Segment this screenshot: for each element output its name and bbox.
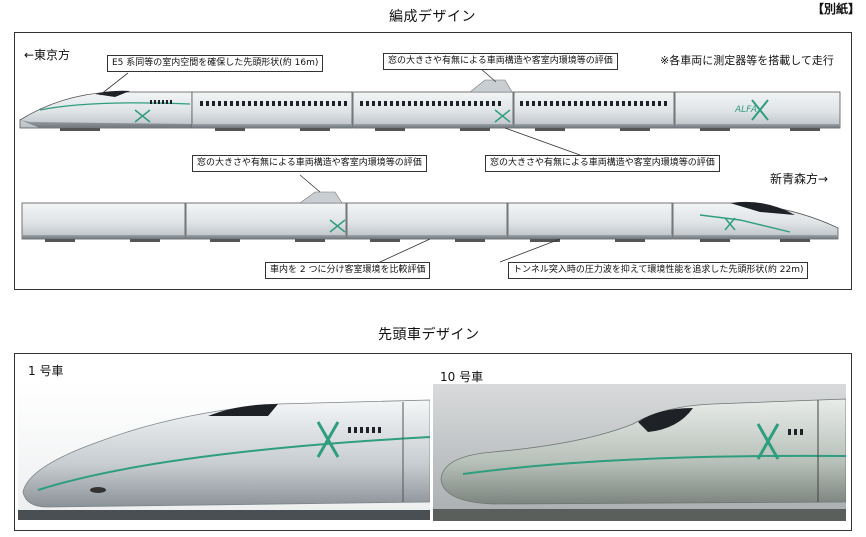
train-window	[604, 101, 607, 106]
train-window	[622, 101, 625, 106]
train-window	[628, 101, 631, 106]
train-window	[272, 101, 275, 106]
train-window	[492, 101, 495, 106]
car-1-label: 1 号車	[28, 364, 64, 378]
train-window	[658, 101, 661, 106]
train-window	[420, 101, 423, 106]
train-window	[296, 101, 299, 106]
train-window	[562, 101, 565, 106]
train-window	[290, 101, 293, 106]
train-window	[378, 101, 381, 106]
train-window	[538, 101, 541, 106]
callout-window-evaluation-mid-right: 窓の大きさや有無による車両構造や客室内環境等の評価	[485, 155, 720, 172]
train-window	[254, 101, 257, 106]
train-window	[212, 101, 215, 106]
train-window	[390, 101, 393, 106]
train-window	[344, 101, 347, 106]
train-window	[580, 101, 583, 106]
train-window	[474, 101, 477, 106]
car-1-photo	[18, 382, 430, 520]
train-window	[498, 101, 501, 106]
car-10-photo	[433, 384, 846, 521]
train-window	[266, 101, 269, 106]
train-window	[456, 101, 459, 106]
measurement-note: ※各車両に測定器等を搭載して走行	[660, 54, 834, 67]
train-window	[426, 101, 429, 106]
train-window	[320, 101, 323, 106]
lower-train	[21, 191, 839, 242]
train-window	[468, 101, 471, 106]
train-window	[236, 101, 239, 106]
train-window	[462, 101, 465, 106]
train-window	[664, 101, 667, 106]
callout-tunnel-nose-shape: トンネル突入時の圧力波を抑えて環境性能を追求した先頭形状(約 22m)	[508, 262, 809, 279]
train-window	[402, 101, 405, 106]
callout-split-cabin: 車内を 2 つに分け客室環境を比較評価	[265, 262, 431, 279]
train-window	[486, 101, 489, 106]
train-window	[332, 101, 335, 106]
train-window	[366, 101, 369, 106]
train-window	[278, 101, 281, 106]
train-window	[314, 101, 317, 106]
train-window	[384, 101, 387, 106]
train-window	[284, 101, 287, 106]
callout-e5-nose-shape: E5 系同等の室内空間を確保した先頭形状(約 16m)	[107, 55, 324, 72]
train-window	[520, 101, 523, 106]
train-window	[372, 101, 375, 106]
leading-car-design-title: 先頭車デザイン	[378, 327, 480, 343]
upper-train: ALFA	[19, 79, 841, 217]
train-window	[242, 101, 245, 106]
train-window	[414, 101, 417, 106]
train-window	[230, 101, 233, 106]
callout-window-evaluation-mid-left: 窓の大きさや有無による車両構造や客室内環境等の評価	[192, 155, 427, 172]
svg-text:ALFA: ALFA	[734, 105, 757, 115]
attachment-label: 【別紙】	[811, 2, 860, 16]
train-window	[544, 101, 547, 106]
direction-shin-aomori: 新青森方→	[770, 172, 829, 186]
train-window	[302, 101, 305, 106]
formation-design-title: 編成デザイン	[389, 9, 476, 25]
train-window	[360, 101, 363, 106]
train-window	[574, 101, 577, 106]
train-window	[610, 101, 613, 106]
train-window	[646, 101, 649, 106]
train-window	[586, 101, 589, 106]
train-window	[338, 101, 341, 106]
train-window	[532, 101, 535, 106]
train-window	[218, 101, 221, 106]
train-window	[444, 101, 447, 106]
train-window	[652, 101, 655, 106]
train-window	[634, 101, 637, 106]
train-window	[450, 101, 453, 106]
train-window	[396, 101, 399, 106]
train-window	[438, 101, 441, 106]
train-window	[308, 101, 311, 106]
train-window	[206, 101, 209, 106]
train-window	[200, 101, 203, 106]
train-window	[224, 101, 227, 106]
train-window	[616, 101, 619, 106]
train-window	[248, 101, 251, 106]
train-window	[598, 101, 601, 106]
train-window	[260, 101, 263, 106]
direction-tokyo: ←東京方	[24, 48, 71, 62]
train-window	[526, 101, 529, 106]
train-window	[432, 101, 435, 106]
train-window	[640, 101, 643, 106]
train-window	[556, 101, 559, 106]
train-window	[480, 101, 483, 106]
train-window	[408, 101, 411, 106]
train-window	[568, 101, 571, 106]
train-window	[592, 101, 595, 106]
train-window	[550, 101, 553, 106]
callout-window-evaluation-top: 窓の大きさや有無による車両構造や客室内環境等の評価	[383, 53, 618, 70]
train-window	[326, 101, 329, 106]
car-10-label: 10 号車	[440, 370, 484, 384]
